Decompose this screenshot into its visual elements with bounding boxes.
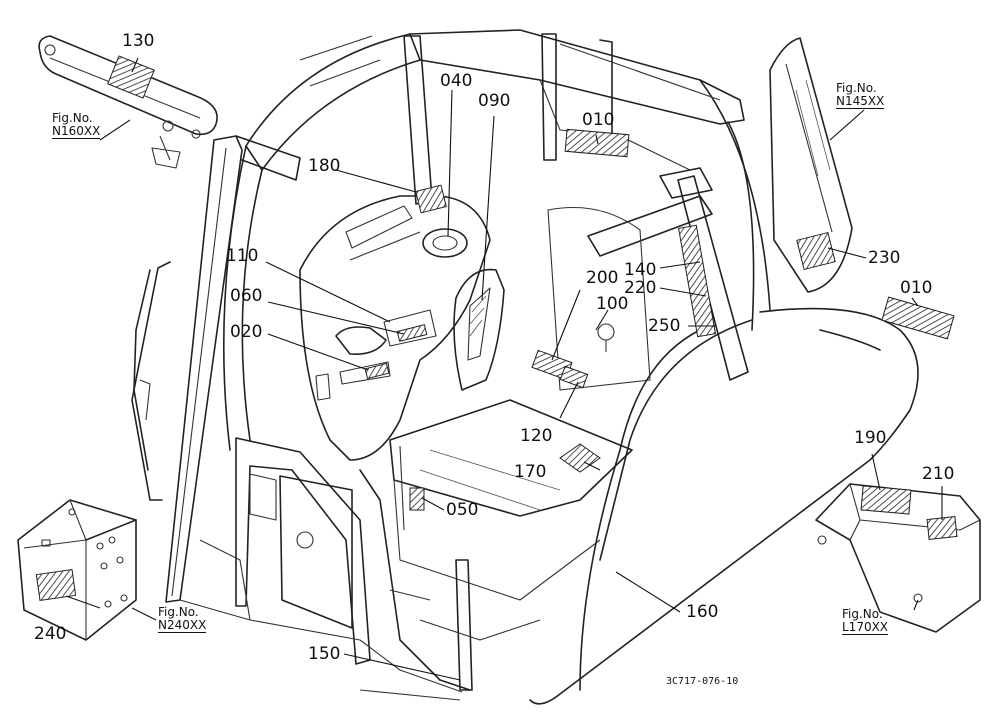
figref-n240xx: Fig.No. N240XX: [158, 605, 207, 633]
figref-n160xx: Fig.No. N160XX: [52, 111, 101, 139]
label-020: 020: [230, 322, 263, 342]
label-240: 240: [34, 624, 67, 644]
figref-code: N160XX: [52, 124, 101, 139]
drawing-code: 3C717-076-10: [666, 676, 739, 687]
label-200: 200: [586, 268, 619, 288]
label-150: 150: [308, 644, 341, 664]
figref-code: N145XX: [836, 94, 885, 109]
decal-010-loose: [881, 296, 955, 340]
lower-frame-drawing: [179, 437, 541, 701]
figref-code: N240XX: [158, 618, 207, 633]
decal-060: [396, 324, 428, 342]
label-170: 170: [514, 462, 547, 482]
figref-n145xx: Fig.No. N145XX: [836, 81, 885, 109]
label-190: 190: [854, 428, 887, 448]
decal-130: [107, 55, 155, 99]
decal-240: [35, 569, 77, 601]
decal-180: [415, 184, 447, 214]
fender-drawing: [529, 206, 919, 705]
decal-pillar-strip: [678, 224, 716, 338]
figref-code: L170XX: [842, 620, 889, 635]
label-010-loose: 010: [900, 278, 933, 298]
rear-window-drawing: [769, 37, 853, 293]
bracket-drawing: [17, 499, 137, 641]
label-040: 040: [440, 71, 473, 91]
label-210: 210: [922, 464, 955, 484]
figref-label: Fig.No.: [52, 111, 93, 125]
label-180: 180: [308, 156, 341, 176]
label-100: 100: [596, 294, 629, 314]
figref-l170xx: Fig.No. L170XX: [842, 607, 889, 635]
figref-label: Fig.No.: [836, 81, 877, 95]
figref-label: Fig.No.: [842, 607, 883, 621]
label-140: 140: [624, 260, 657, 280]
decal-120: [559, 365, 589, 389]
sun-visor-drawing: [38, 35, 218, 169]
decal-190: [860, 485, 912, 515]
label-060: 060: [230, 286, 263, 306]
leader-lines: [65, 57, 943, 681]
decal-170: [559, 443, 601, 473]
label-120: 120: [520, 426, 553, 446]
label-160: 160: [686, 602, 719, 622]
decal-230: [796, 231, 836, 271]
decal-020: [364, 362, 390, 380]
label-090: 090: [478, 91, 511, 111]
decal-050: [409, 487, 425, 511]
figref-label: Fig.No.: [158, 605, 199, 619]
label-220: 220: [624, 278, 657, 298]
label-130: 130: [122, 31, 155, 51]
floor-panel-drawing: [389, 399, 633, 601]
instrument-console-drawing: [299, 195, 491, 461]
side-console-drawing: [453, 268, 505, 391]
label-050: 050: [446, 500, 479, 520]
decal-010-roof: [564, 128, 630, 158]
label-250: 250: [648, 316, 681, 336]
label-010-roof: 010: [582, 110, 615, 130]
label-230: 230: [868, 248, 901, 268]
decal-210: [926, 516, 958, 540]
label-110: 110: [226, 246, 259, 266]
